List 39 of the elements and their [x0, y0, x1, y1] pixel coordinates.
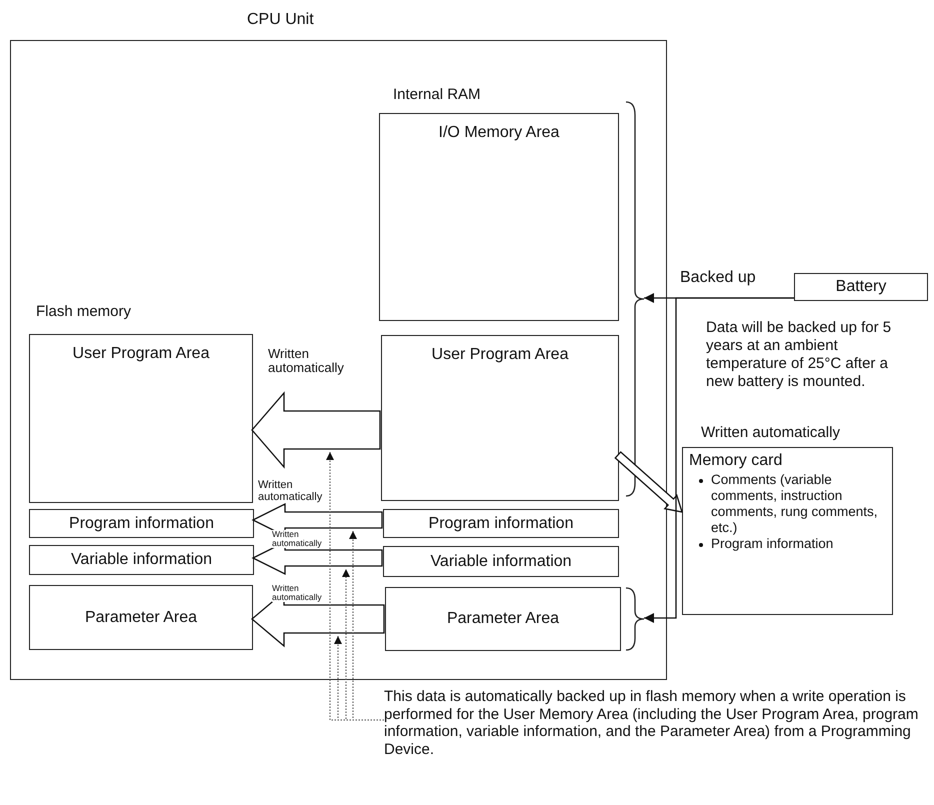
box-label: User Program Area — [72, 345, 210, 363]
side-note: Written automatically — [701, 424, 841, 442]
edge-label: Written automatically — [258, 480, 323, 504]
box-label: Parameter Area — [446, 610, 560, 628]
unit-heading: CPU Unit — [247, 11, 314, 29]
hollow-arrow — [614, 451, 683, 513]
edge-label: Written automatically — [272, 584, 322, 602]
box-label: User Program Area — [432, 346, 568, 364]
edge-label: Backed up — [680, 270, 756, 287]
hollow-arrow — [251, 391, 381, 469]
note-text: This data is automatically backed up in flash memory when a write operation is performed for the User Memory Area (including the User Program Area, program information, variable information, and the Parameter Area) from a Programming Device. — [384, 688, 932, 758]
box-label: Program information — [69, 514, 214, 532]
bullet-text: Comments (variable comments, instruction comments, rung comments, etc.) — [711, 472, 878, 535]
bullet-text: Program information — [711, 536, 834, 551]
memory-area-box — [383, 509, 619, 538]
card-heading: Memory card — [689, 452, 784, 470]
memory-area-box — [29, 545, 254, 575]
memory-area-box — [379, 113, 619, 321]
box-label: Variable information — [430, 552, 572, 570]
curly-bracket — [625, 101, 645, 497]
box-label: Variable information — [70, 551, 212, 569]
box-label: Program information — [428, 514, 574, 532]
box-label: I/O Memory Area — [438, 124, 560, 142]
edge-label: Written automatically — [272, 530, 322, 548]
side-note: Data will be backed up for 5 years at an ambient temperature of 25°C after a new battery is mounted. — [706, 319, 892, 391]
memory-area-box — [29, 585, 253, 650]
memory-area-box — [29, 509, 254, 538]
memory-area-box — [385, 587, 621, 651]
area-group-label: Internal RAM — [393, 86, 481, 103]
memory-area-box — [381, 335, 619, 501]
box-label: Parameter Area — [84, 608, 198, 626]
memory-area-box — [29, 334, 253, 503]
area-group-label: Flash memory — [36, 303, 132, 320]
leader-line — [334, 636, 384, 720]
arrow — [644, 297, 794, 623]
memory-area-box — [383, 546, 619, 577]
box-label: Battery — [836, 278, 886, 296]
edge-label: Written automatically — [268, 347, 345, 374]
curly-bracket — [625, 587, 645, 651]
